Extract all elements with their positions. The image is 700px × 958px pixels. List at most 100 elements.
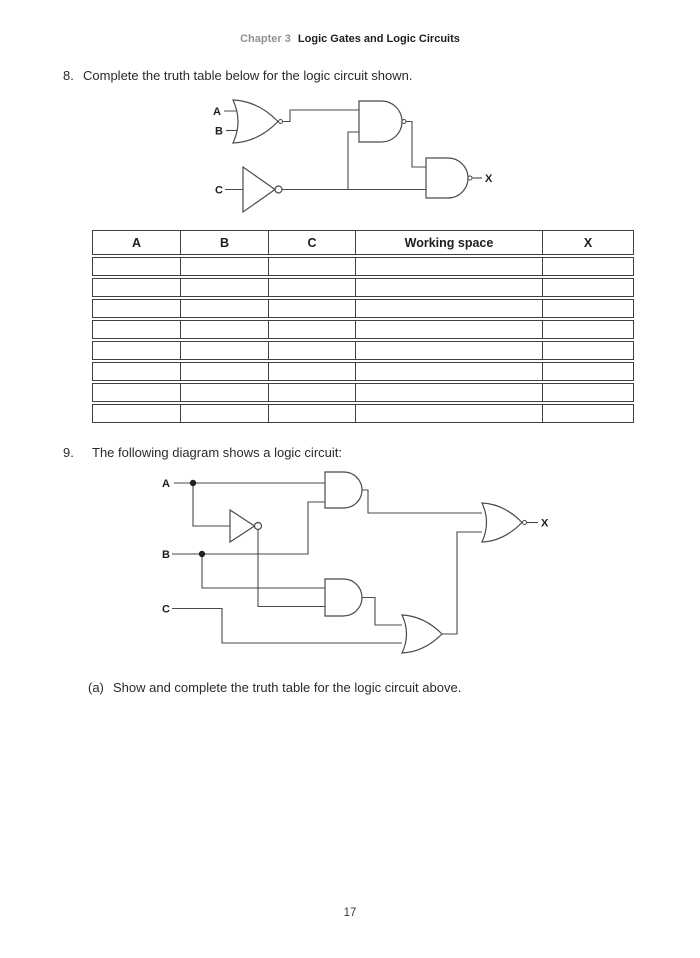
truth-table-empty-cell <box>180 362 268 381</box>
truth-table-empty-cell <box>180 383 268 402</box>
truth-table-header-x: X <box>542 230 634 255</box>
input-label-c: C <box>162 604 170 616</box>
truth-table-empty-cell <box>355 299 542 318</box>
truth-table-empty-cell <box>542 278 634 297</box>
wire-or-to-and1 <box>282 109 359 123</box>
not-gate-icon <box>229 508 256 544</box>
truth-table-empty-cell <box>180 341 268 360</box>
truth-table-empty-cell <box>180 257 268 276</box>
and-gate-top-icon <box>324 471 363 509</box>
truth-table-empty-cell <box>180 404 268 423</box>
truth-table-empty-cell <box>92 299 180 318</box>
wire-and1-to-and2 <box>406 120 426 168</box>
output-label-x: X <box>485 173 493 185</box>
truth-table-empty-cell <box>268 299 355 318</box>
input-label-c: C <box>215 185 223 197</box>
or-output-nub <box>278 119 283 124</box>
input-label-b: B <box>215 126 223 138</box>
wire-and-top-to-or-final <box>362 489 482 514</box>
truth-table-empty-cell <box>92 404 180 423</box>
truth-table-row <box>92 383 634 402</box>
truth-table: A B C Working space X <box>92 228 634 425</box>
and1-output-nub <box>401 119 407 124</box>
input-label-a: A <box>162 478 170 490</box>
truth-table-empty-cell <box>92 362 180 381</box>
question-9: 9. The following diagram shows a logic c… <box>63 444 342 461</box>
truth-table-header-b: B <box>180 230 268 255</box>
truth-table-body <box>92 257 634 423</box>
truth-table-empty-cell <box>542 257 634 276</box>
truth-table-empty-cell <box>355 341 542 360</box>
question-8: 8. Complete the truth table below for th… <box>63 67 413 84</box>
truth-table-header-row: A B C Working space X <box>92 230 634 255</box>
not-bubble-icon <box>274 185 283 194</box>
truth-table-empty-cell <box>542 362 634 381</box>
truth-table-row <box>92 299 634 318</box>
truth-table-empty-cell <box>92 257 180 276</box>
wire-input-c <box>172 607 402 644</box>
truth-table-empty-cell <box>268 362 355 381</box>
truth-table-empty-cell <box>268 341 355 360</box>
truth-table-empty-cell <box>542 404 634 423</box>
logic-circuit-1-diagram: A B C X <box>213 99 493 214</box>
truth-table-row <box>92 404 634 423</box>
wire-not-to-and-bottom <box>257 529 325 608</box>
junction-dot-a <box>189 479 197 487</box>
truth-table-header-working-space: Working space <box>355 230 542 255</box>
truth-table-empty-cell <box>92 278 180 297</box>
truth-table-empty-cell <box>268 278 355 297</box>
not-bubble-icon <box>253 521 263 531</box>
truth-table-empty-cell <box>542 383 634 402</box>
truth-table-empty-cell <box>92 320 180 339</box>
truth-table-empty-cell <box>355 383 542 402</box>
question-8-number: 8. <box>63 68 74 83</box>
truth-table-empty-cell <box>268 257 355 276</box>
truth-table-empty-cell <box>542 299 634 318</box>
truth-table-row <box>92 320 634 339</box>
truth-table-empty-cell <box>180 278 268 297</box>
output-label-x: X <box>541 518 549 530</box>
question-9-part-a: (a) Show and complete the truth table fo… <box>88 679 461 696</box>
chapter-header: Chapter 3 Logic Gates and Logic Circuits <box>0 32 700 46</box>
truth-table-empty-cell <box>180 299 268 318</box>
input-label-b: B <box>162 549 170 561</box>
wire-input-b-to-and-top <box>172 501 325 555</box>
page-number: 17 <box>343 907 357 919</box>
part-a-text: Show and complete the truth table for th… <box>113 680 462 695</box>
truth-table-empty-cell <box>355 257 542 276</box>
chapter-title: Logic Gates and Logic Circuits <box>297 33 460 45</box>
or-gate-icon <box>232 99 279 144</box>
question-9-text: The following diagram shows a logic circ… <box>92 445 342 460</box>
question-8-text: Complete the truth table below for the l… <box>83 68 413 83</box>
or-gate-bottom-icon <box>401 614 443 654</box>
truth-table-empty-cell <box>268 404 355 423</box>
wire-a-branch-to-not <box>192 483 230 527</box>
junction-dot-b <box>198 550 206 558</box>
truth-table-empty-cell <box>355 404 542 423</box>
truth-table-empty-cell <box>92 383 180 402</box>
truth-table-empty-cell <box>180 320 268 339</box>
truth-table-empty-cell <box>268 320 355 339</box>
and-gate-1-icon <box>358 100 403 143</box>
truth-table-row <box>92 341 634 360</box>
wire-or-bottom-to-or-final <box>442 531 482 635</box>
and2-output-nub <box>467 175 473 181</box>
truth-table-row <box>92 257 634 276</box>
not-gate-icon <box>242 165 277 214</box>
or-final-output-nub <box>522 520 527 525</box>
part-a-label: (a) <box>88 680 104 695</box>
logic-circuit-2-diagram: A B C X <box>162 471 549 654</box>
chapter-label: Chapter 3 <box>240 33 291 45</box>
truth-table-empty-cell <box>355 278 542 297</box>
wire-branch-to-and1 <box>347 131 359 190</box>
truth-table-empty-cell <box>355 320 542 339</box>
and-gate-2-icon <box>425 157 469 199</box>
and-gate-bottom-icon <box>324 578 363 617</box>
truth-table-empty-cell <box>92 341 180 360</box>
input-label-a: A <box>213 106 221 118</box>
truth-table-row <box>92 362 634 381</box>
truth-table-empty-cell <box>268 383 355 402</box>
truth-table-row <box>92 278 634 297</box>
or-gate-final-icon <box>481 502 523 543</box>
